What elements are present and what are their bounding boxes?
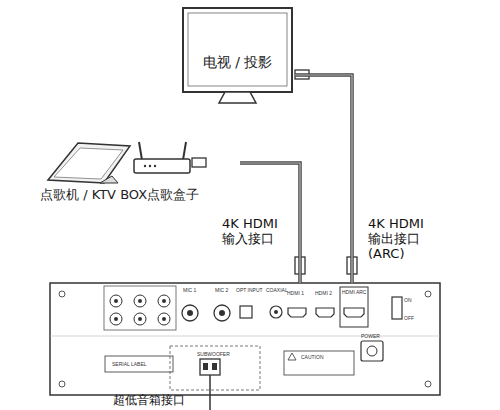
panel-port-label: ON: [404, 297, 412, 303]
hdmi-cable: [295, 75, 352, 283]
panel-port-label: POWER: [361, 333, 380, 339]
ktv-box: 点歌机 / KTV BOX点歌盒子: [40, 135, 240, 210]
panel-port-label: OPT INPUT: [236, 287, 263, 293]
panel-port-label: SERIAL LABEL: [112, 361, 147, 367]
port-callout: 超低音箱接口: [113, 393, 185, 407]
panel-port-label: OFF: [404, 315, 414, 321]
device-label: 点歌机 / KTV BOX点歌盒子: [40, 187, 240, 203]
cable-label: 4K HDMI 输入接口: [222, 216, 294, 246]
panel-port-label: MIC 1: [183, 287, 196, 293]
panel-port-label: HDMI 2: [315, 290, 332, 296]
tv-screen: 电视 / 投影: [180, 5, 295, 105]
panel-port-label: HDMI 1: [287, 290, 304, 296]
cable-outline: [295, 75, 352, 283]
panel-port-label: CAUTION: [301, 354, 324, 360]
panel-port-label: MIC 2: [215, 287, 228, 293]
panel-port-label: COAXIAL: [266, 287, 288, 293]
rear-panel: MIC 1 MIC 2 OPT INPUTCOAXIALHDMI 1 HDMI 2 HD…: [50, 283, 440, 395]
device-label: 电视 / 投影: [180, 54, 295, 71]
panel-port-label: SUBWOOFER: [197, 351, 230, 357]
cable-label: 4K HDMI 输出接口 (ARC): [368, 216, 440, 261]
cable-core: [295, 75, 352, 283]
panel-port-label: HDMI ARC: [342, 289, 366, 295]
